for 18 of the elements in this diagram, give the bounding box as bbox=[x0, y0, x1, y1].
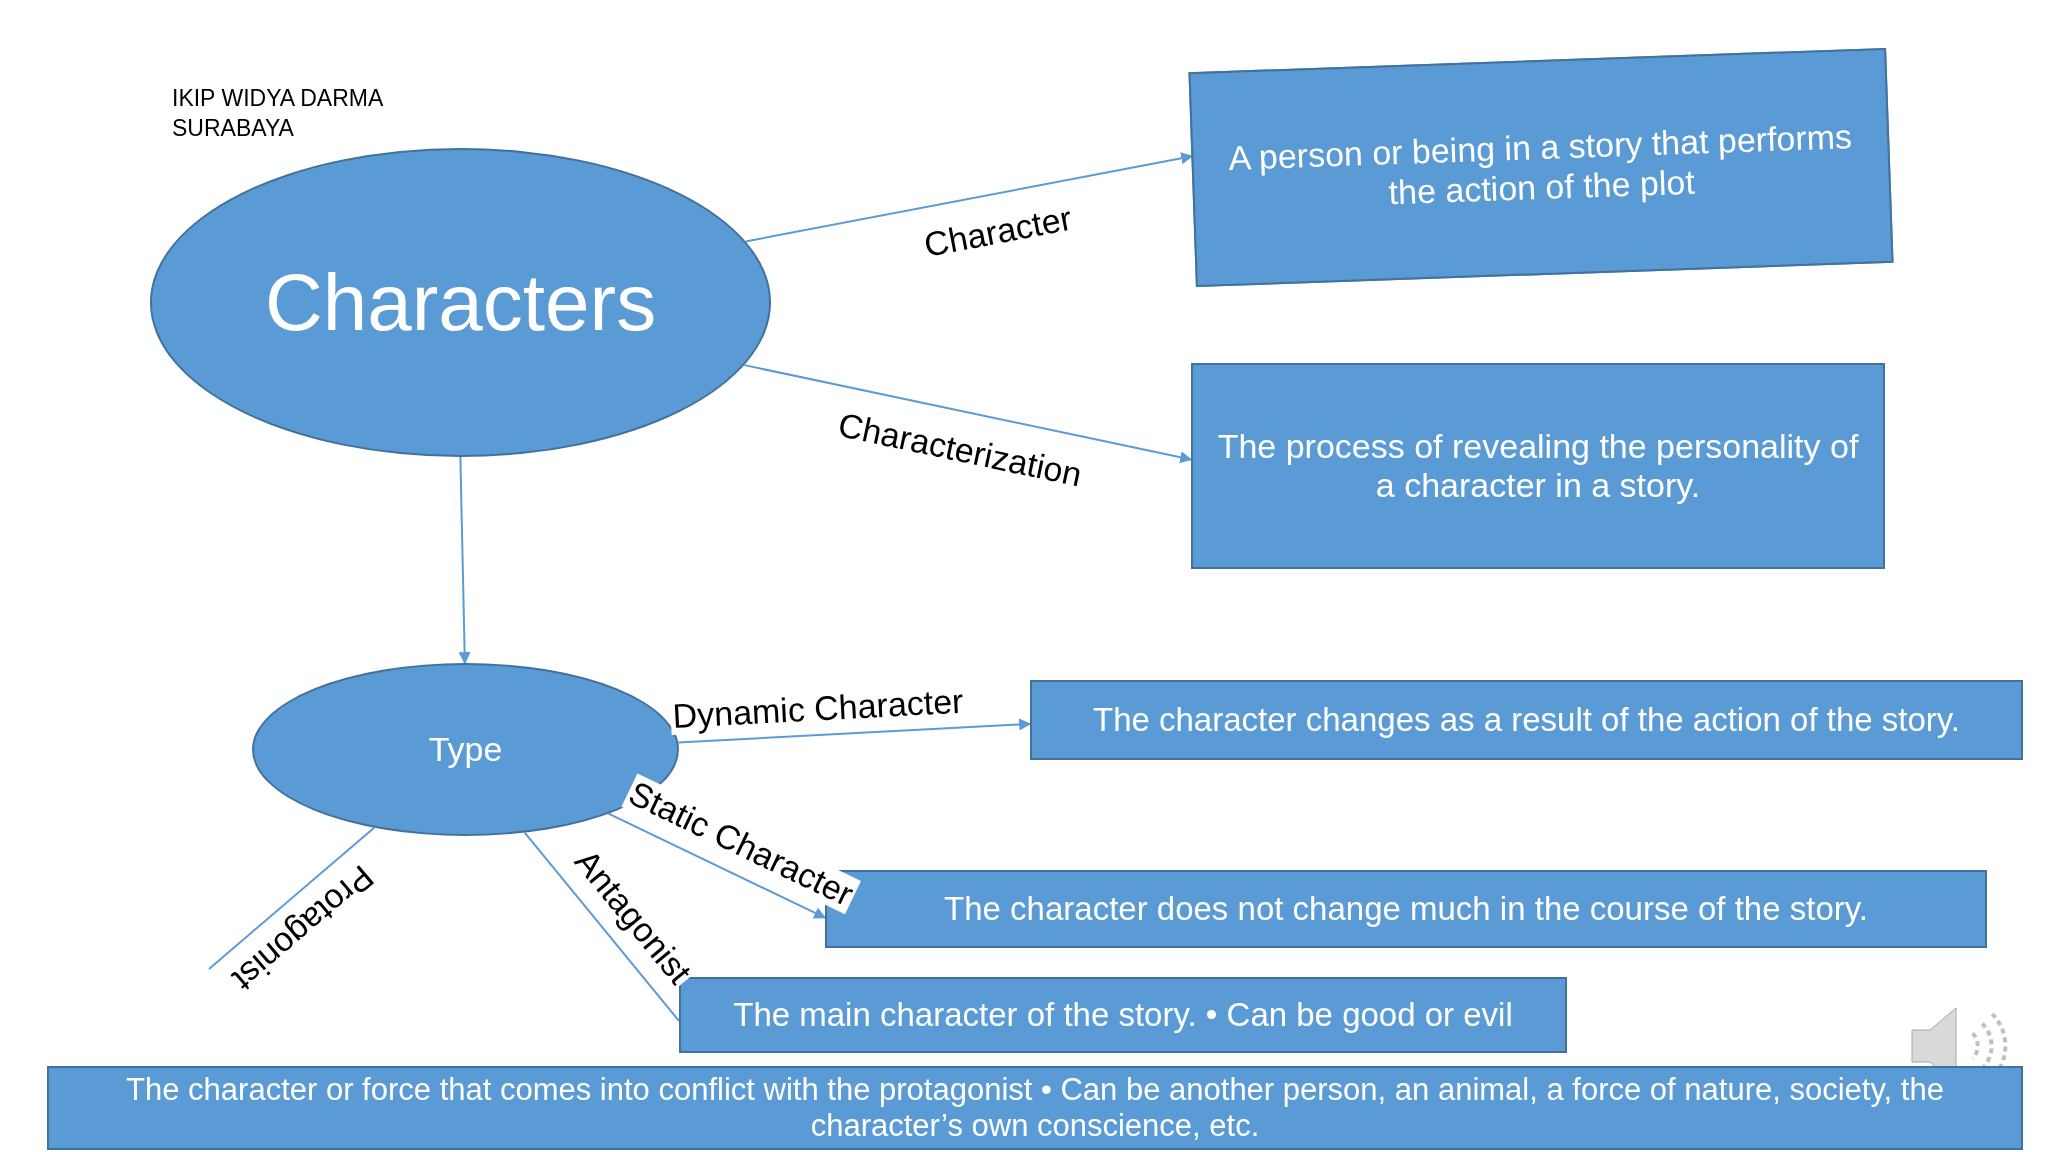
connector-line bbox=[677, 718, 1032, 744]
node-text: A person or being in a story that performs the action of the plot bbox=[1227, 117, 1854, 213]
node-text: The process of revealing the personality of a character in a story. bbox=[1216, 426, 1860, 506]
node-text: Characters bbox=[264, 256, 657, 349]
node-text: The character changes as a result of the action of the story. bbox=[1093, 701, 1960, 739]
header-text: IKIP WIDYA DARMA SURABAYA bbox=[172, 84, 384, 143]
node-text: The main character of the story. • Can be good or evil bbox=[733, 996, 1513, 1034]
connector-line bbox=[607, 812, 827, 919]
definition-box bbox=[47, 1066, 2023, 1150]
connector-line bbox=[458, 456, 471, 665]
node-text: The character or force that comes into conflict with the protagonist • Can be another person, an animal, a force of nature, society, the character’s own conscience, etc. bbox=[125, 1072, 1945, 1144]
connector-line bbox=[743, 364, 1193, 464]
connector-line bbox=[744, 152, 1194, 243]
definition-box bbox=[1030, 680, 2023, 760]
node-text: Type bbox=[428, 729, 503, 770]
node-text: The character does not change much in the course of the story. bbox=[944, 890, 1868, 928]
connector-line bbox=[208, 826, 376, 970]
definition-box bbox=[1191, 363, 1885, 569]
